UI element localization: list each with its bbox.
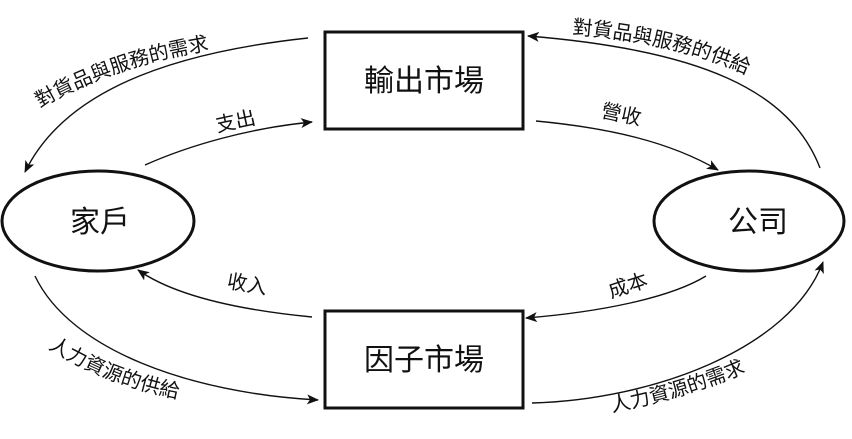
household-ellipse bbox=[0, 169, 196, 273]
factor-market-box bbox=[323, 309, 525, 410]
output-market-box bbox=[323, 30, 525, 131]
revenue-arrow bbox=[535, 120, 719, 171]
income-arrow bbox=[137, 269, 313, 318]
labor-demand-label: 人力資源的需求 bbox=[608, 354, 747, 417]
spending-arrow bbox=[144, 118, 313, 166]
revenue-label: 營收 bbox=[599, 98, 643, 130]
output-market-label: 輸出市場 bbox=[364, 64, 484, 99]
income-label: 收入 bbox=[225, 269, 269, 300]
labor-supply-arrow bbox=[34, 275, 319, 405]
goods-demand-arrow bbox=[24, 37, 309, 173]
goods-demand-label: 對貨品與服務的需求 bbox=[31, 31, 210, 112]
factor-market-label: 因子市場 bbox=[364, 343, 484, 378]
spending-label: 支出 bbox=[213, 105, 257, 137]
goods-supply-arrow bbox=[527, 31, 821, 169]
household-label: 家戶 bbox=[70, 205, 130, 240]
labor-demand-arrow bbox=[531, 261, 824, 404]
firm-label: 公司 bbox=[728, 205, 788, 240]
cost-label: 成本 bbox=[605, 268, 650, 303]
firm-ellipse bbox=[652, 169, 846, 273]
cost-arrow bbox=[525, 275, 707, 323]
labor-supply-label: 人力資源的供給 bbox=[45, 332, 181, 404]
goods-supply-label: 對貨品與服務的供給 bbox=[572, 15, 754, 79]
